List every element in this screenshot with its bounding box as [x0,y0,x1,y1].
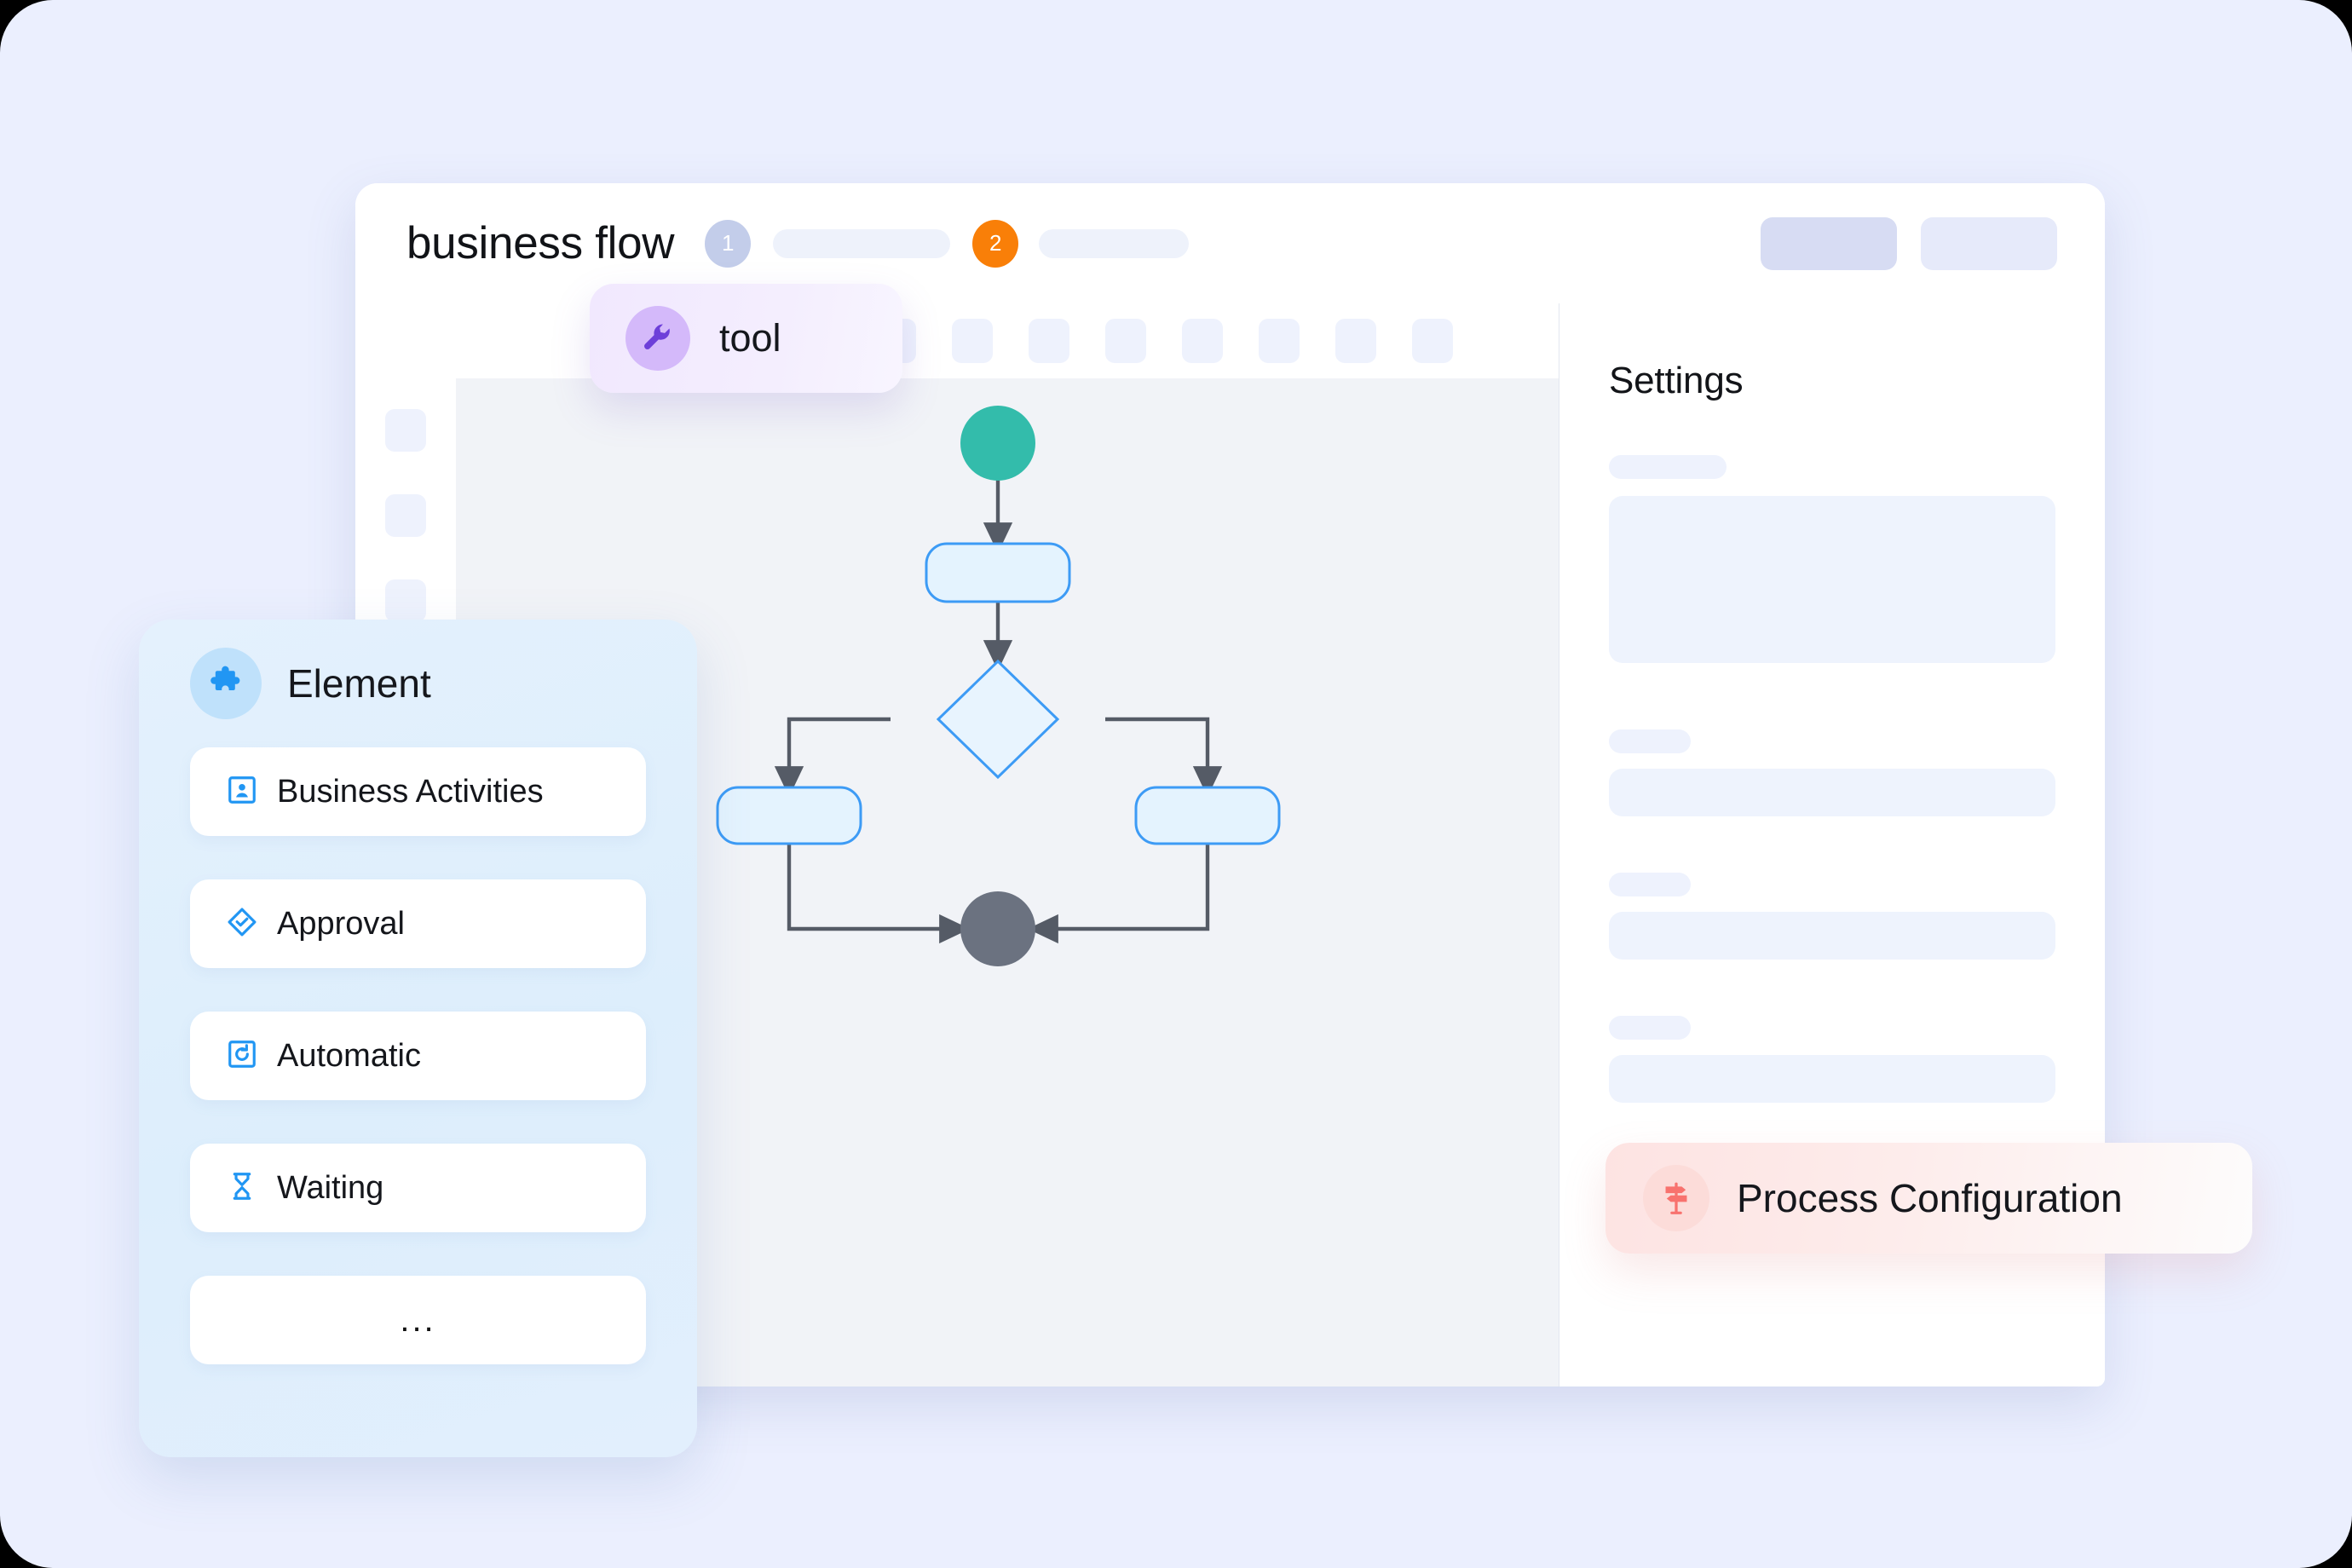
edge-task-right-to-end [1027,844,1210,944]
flow-edges [774,479,1223,944]
flow-node-decision[interactable] [936,659,1060,780]
flowchart-diagram [716,406,1281,966]
rail-button-3[interactable] [385,579,426,622]
element-item-label: Automatic [277,1037,421,1074]
puzzle-piece-icon [190,648,262,719]
settings-label-4 [1609,1016,1691,1040]
settings-label-3 [1609,873,1691,896]
element-item-more[interactable]: ... [190,1276,646,1364]
toolbar-button-3[interactable] [1029,319,1069,363]
hourglass-icon [226,1170,258,1207]
element-panel-header: Element [190,620,646,747]
settings-label-1 [1609,455,1727,479]
tool-pill[interactable]: tool [590,284,902,393]
flow-node-start[interactable] [960,406,1035,481]
step-bar-1 [773,228,951,258]
diamond-check-icon [226,906,258,943]
settings-field-4[interactable] [1609,1055,2055,1103]
toolbar-button-5[interactable] [1182,319,1223,363]
edge-task-left-to-end [787,844,971,944]
element-panel: Element Business Activities Approval [139,620,697,1457]
toolbar-button-8[interactable] [1412,319,1453,363]
rail-button-2[interactable] [385,494,426,537]
signpost-icon [1643,1165,1709,1231]
page-title: business flow [406,218,675,268]
rail-button-1[interactable] [385,409,426,452]
element-item-label: Business Activities [277,773,544,810]
step-badge-1[interactable]: 1 [705,219,752,268]
element-item-business-activities[interactable]: Business Activities [190,747,646,836]
secondary-action-button[interactable] [1921,216,2057,270]
element-item-label: Waiting [277,1169,384,1206]
element-panel-title: Element [287,661,431,706]
square-refresh-icon [226,1038,258,1075]
process-configuration-pill[interactable]: Process Configuration [1605,1143,2252,1254]
settings-title: Settings [1609,360,1744,401]
toolbar-button-4[interactable] [1105,319,1146,363]
flow-node-task-1[interactable] [925,542,1071,603]
tool-pill-label: tool [719,316,781,360]
settings-field-2[interactable] [1609,769,2055,816]
flow-node-end[interactable] [960,891,1035,966]
flow-node-task-left[interactable] [716,786,862,845]
canvas-toolbar [355,303,1559,379]
step-badge-2[interactable]: 2 [972,219,1019,268]
flow-node-task-right[interactable] [1134,786,1281,845]
edge-decision-to-task-right [1105,717,1223,798]
settings-field-1[interactable] [1609,496,2055,663]
element-item-waiting[interactable]: Waiting [190,1144,646,1232]
user-card-icon [226,774,258,810]
ellipsis-icon: ... [400,1301,436,1339]
settings-field-3[interactable] [1609,912,2055,960]
process-configuration-label: Process Configuration [1737,1176,2123,1220]
element-item-label: Approval [277,905,405,942]
wrench-icon [625,306,690,371]
element-item-approval[interactable]: Approval [190,879,646,968]
header-actions [1761,216,2057,270]
edge-decision-to-task-left [774,717,891,798]
element-item-automatic[interactable]: Automatic [190,1012,646,1100]
step-bar-2 [1039,228,1190,258]
toolbar-button-6[interactable] [1259,319,1300,363]
primary-action-button[interactable] [1761,216,1897,270]
settings-label-2 [1609,729,1691,753]
toolbar-button-2[interactable] [952,319,993,363]
toolbar-button-7[interactable] [1335,319,1376,363]
